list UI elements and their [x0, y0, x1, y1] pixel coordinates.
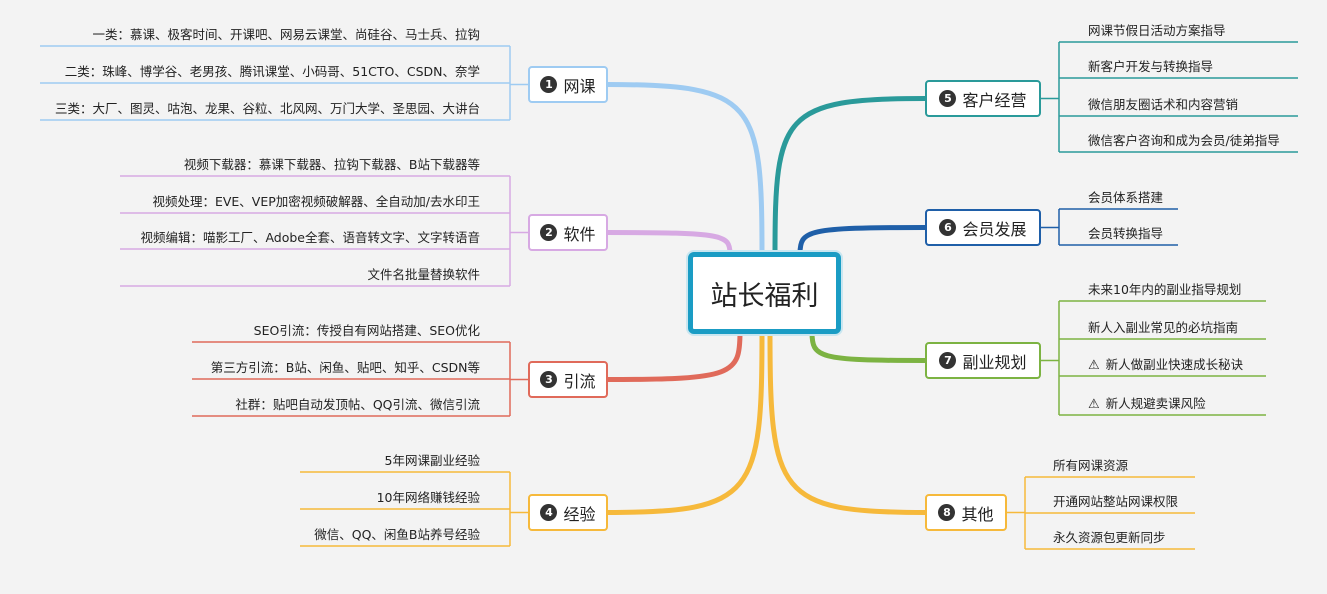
branch-label: 其他: [961, 504, 994, 524]
branch-connector-6: [797, 225, 928, 257]
branch-number-badge: 1: [540, 76, 558, 93]
leaf-topic[interactable]: 第三方引流：B站、闲鱼、贴吧、知乎、CSDN等: [211, 359, 480, 377]
warning-triangle-icon: ⚠: [1088, 358, 1100, 373]
leaf-topic[interactable]: 微信、QQ、闲鱼B站养号经验: [314, 526, 480, 544]
branch-label: 软件: [563, 224, 596, 244]
leaf-label: 会员体系搭建: [1088, 190, 1164, 205]
branch-label: 引流: [563, 371, 596, 391]
leaf-label: 社群：贴吧自动发顶帖、QQ引流、微信引流: [235, 397, 480, 412]
leaf-topic[interactable]: 三类：大厂、图灵、咕泡、龙果、谷粒、北风网、万门大学、圣思园、大讲台: [55, 100, 480, 118]
leaf-label: 二类：珠峰、博学谷、老男孩、腾讯课堂、小码哥、51CTO、CSDN、奈学: [64, 64, 480, 79]
branch-number-badge: 7: [939, 352, 957, 369]
leaf-label: 新客户开发与转换指导: [1088, 59, 1214, 74]
leaf-topic[interactable]: 视频编辑：喵影工厂、Adobe全套、语音转文字、文字转语音: [140, 229, 480, 247]
leaf-label: 开通网站整站网课权限: [1053, 494, 1179, 509]
branch-topic-3[interactable]: 3 引流: [528, 361, 608, 398]
leaf-label: 一类：慕课、极客时间、开课吧、网易云课堂、尚硅谷、马士兵、拉钩: [92, 27, 480, 42]
leaf-topic[interactable]: 微信客户咨询和成为会员/徒弟指导: [1088, 132, 1280, 150]
leaf-topic[interactable]: 永久资源包更新同步: [1053, 529, 1166, 547]
branch-connector-1: [605, 82, 765, 257]
branch-label: 经验: [563, 504, 596, 524]
leaf-label: 微信客户咨询和成为会员/徒弟指导: [1088, 133, 1280, 148]
leaf-topic[interactable]: 视频处理：EVE、VEP加密视频破解器、全自动加/去水印王: [152, 193, 480, 211]
root-topic[interactable]: 站长福利: [688, 252, 841, 334]
branch-topic-4[interactable]: 4 经验: [528, 494, 608, 531]
leaf-topic[interactable]: 会员转换指导: [1088, 225, 1163, 243]
leaf-label: 视频下载器：慕课下载器、拉钩下载器、B站下载器等: [183, 157, 480, 172]
leaf-label: 5年网课副业经验: [384, 453, 480, 468]
leaf-topic[interactable]: 5年网课副业经验: [385, 452, 480, 470]
leaf-topic[interactable]: ⚠ 新人做副业快速成长秘诀: [1088, 356, 1243, 374]
leaf-topic[interactable]: SEO引流：传授自有网站搭建、SEO优化: [254, 322, 480, 340]
branch-number-badge: 5: [939, 90, 957, 107]
leaf-label: 新人做副业快速成长秘诀: [1105, 357, 1244, 372]
leaf-label: 永久资源包更新同步: [1053, 530, 1166, 545]
branch-number-badge: 4: [540, 504, 558, 521]
leaf-topic[interactable]: 新人入副业常见的必坑指南: [1088, 319, 1238, 337]
branch-topic-8[interactable]: 8 其他: [925, 494, 1007, 531]
leaf-topic[interactable]: 所有网课资源: [1053, 457, 1128, 475]
leaf-topic[interactable]: 新客户开发与转换指导: [1088, 58, 1213, 76]
branch-connector-4: [605, 329, 765, 515]
branch-topic-1[interactable]: 1 网课: [528, 66, 608, 103]
leaf-topic[interactable]: 社群：贴吧自动发顶帖、QQ引流、微信引流: [235, 396, 480, 414]
leaf-topic[interactable]: 二类：珠峰、博学谷、老男孩、腾讯课堂、小码哥、51CTO、CSDN、奈学: [65, 63, 480, 81]
leaf-label: SEO引流：传授自有网站搭建、SEO优化: [253, 323, 480, 338]
leaf-topic[interactable]: 开通网站整站网课权限: [1053, 493, 1178, 511]
leaf-topic[interactable]: 视频下载器：慕课下载器、拉钩下载器、B站下载器等: [184, 156, 480, 174]
leaf-label: 微信朋友圈话术和内容营销: [1088, 97, 1239, 112]
branch-connector-3: [605, 329, 743, 382]
leaf-label: 第三方引流：B站、闲鱼、贴吧、知乎、CSDN等: [210, 360, 480, 375]
leaf-label: 网课节假日活动方案指导: [1088, 23, 1226, 38]
branch-label: 客户经营: [962, 90, 1027, 110]
branch-connector-5: [772, 96, 928, 257]
branch-label: 副业规划: [962, 352, 1027, 372]
leaf-topic[interactable]: 一类：慕课、极客时间、开课吧、网易云课堂、尚硅谷、马士兵、拉钩: [92, 26, 480, 44]
branch-label: 会员发展: [962, 219, 1027, 239]
branch-label: 网课: [563, 76, 596, 96]
leaf-label: 微信、QQ、闲鱼B站养号经验: [314, 527, 480, 542]
warning-triangle-icon: ⚠: [1088, 397, 1100, 412]
leaf-topic[interactable]: 文件名批量替换软件: [367, 266, 480, 284]
leaf-label: 三类：大厂、图灵、咕泡、龙果、谷粒、北风网、万门大学、圣思园、大讲台: [54, 101, 480, 116]
branch-number-badge: 6: [939, 219, 957, 236]
leaf-label: 新人入副业常见的必坑指南: [1088, 320, 1239, 335]
leaf-topic[interactable]: 10年网络赚钱经验: [377, 489, 480, 507]
branch-connector-7: [809, 329, 928, 363]
branch-topic-5[interactable]: 5 客户经营: [925, 80, 1041, 117]
leaf-topic[interactable]: 会员体系搭建: [1088, 189, 1163, 207]
leaf-topic[interactable]: 未来10年内的副业指导规划: [1088, 281, 1241, 299]
leaf-label: 视频处理：EVE、VEP加密视频破解器、全自动加/去水印王: [152, 194, 480, 209]
leaf-label: 会员转换指导: [1088, 226, 1164, 241]
leaf-topic[interactable]: 微信朋友圈话术和内容营销: [1088, 96, 1238, 114]
leaf-topic[interactable]: 网课节假日活动方案指导: [1088, 22, 1226, 40]
leaf-label: 所有网课资源: [1053, 458, 1129, 473]
leaf-label: 视频编辑：喵影工厂、Adobe全套、语音转文字、文字转语音: [140, 230, 480, 245]
branch-number-badge: 8: [938, 504, 956, 521]
branch-number-badge: 2: [540, 224, 558, 241]
branch-topic-6[interactable]: 6 会员发展: [925, 209, 1041, 246]
branch-topic-2[interactable]: 2 软件: [528, 214, 608, 251]
branch-number-badge: 3: [540, 371, 558, 388]
leaf-label: 未来10年内的副业指导规划: [1088, 282, 1242, 297]
branch-topic-7[interactable]: 7 副业规划: [925, 342, 1041, 379]
leaf-label: 文件名批量替换软件: [367, 267, 480, 282]
leaf-label: 新人规避卖课风险: [1105, 396, 1206, 411]
leaf-topic[interactable]: ⚠ 新人规避卖课风险: [1088, 395, 1206, 413]
branch-connector-8: [767, 329, 928, 515]
leaf-label: 10年网络赚钱经验: [376, 490, 480, 505]
branch-connector-2: [605, 230, 733, 257]
